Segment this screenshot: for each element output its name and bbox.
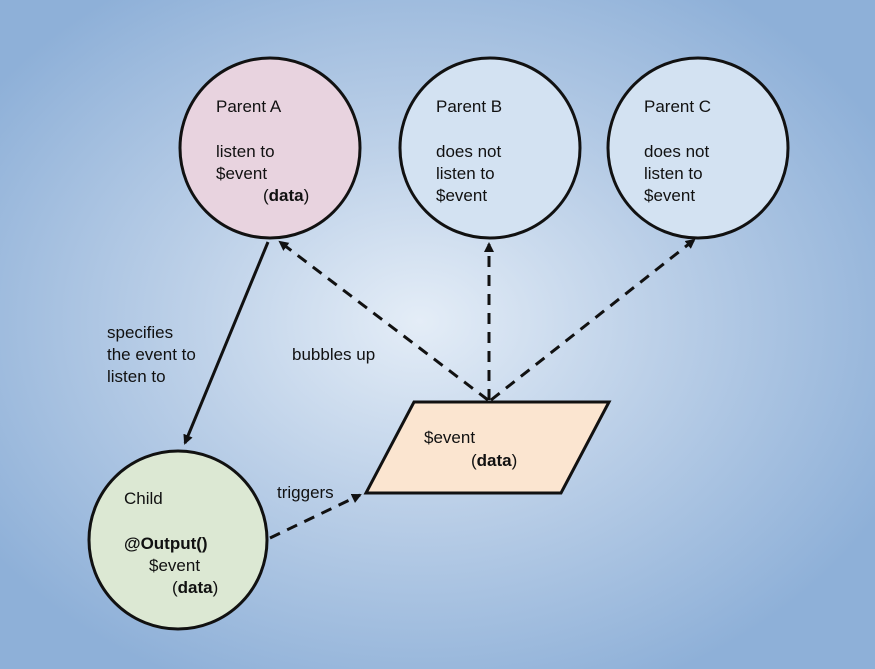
child-event: $event <box>149 556 200 575</box>
parent-b-line-1: does not <box>436 142 501 161</box>
parent-c-line-1: does not <box>644 142 709 161</box>
child-output-decorator: @Output() <box>124 534 208 553</box>
specifies-label-line-1: specifies <box>107 323 173 342</box>
bubble-arrow-to-parent-c <box>490 238 696 402</box>
parent-b-circle <box>398 56 582 240</box>
event-node: $event (data) <box>363 400 612 495</box>
child-circle <box>87 449 269 631</box>
specifies-arrow <box>183 241 270 445</box>
event-parallelogram <box>363 400 612 495</box>
bubble-arrow-to-parent-a <box>278 240 489 402</box>
child-node: Child @Output() $event (data) <box>87 449 269 631</box>
triggers-arrow <box>269 493 362 540</box>
parent-a-line-1: listen to <box>216 142 275 161</box>
parent-c-node: Parent C does not listen to $event <box>606 56 790 240</box>
parent-c-title: Parent C <box>644 97 711 116</box>
specifies-label-line-2: the event to <box>107 345 196 364</box>
parent-c-circle <box>606 56 790 240</box>
parent-c-line-3: $event <box>644 186 695 205</box>
parent-a-title: Parent A <box>216 97 282 116</box>
event-data-label: (data) <box>471 451 517 470</box>
child-title: Child <box>124 489 163 508</box>
parent-a-node: Parent A listen to $event (data) <box>178 56 362 240</box>
child-data-label: (data) <box>172 578 218 597</box>
parent-b-line-2: listen to <box>436 164 495 183</box>
event-name: $event <box>424 428 475 447</box>
parent-b-line-3: $event <box>436 186 487 205</box>
parent-b-title: Parent B <box>436 97 502 116</box>
bubbles-up-label: bubbles up <box>292 345 375 364</box>
parent-b-node: Parent B does not listen to $event <box>398 56 582 240</box>
parent-a-line-2: $event <box>216 164 267 183</box>
parent-c-line-2: listen to <box>644 164 703 183</box>
triggers-label: triggers <box>277 483 334 502</box>
specifies-label-line-3: listen to <box>107 367 166 386</box>
parent-a-circle <box>178 56 362 240</box>
parent-a-data-label: (data) <box>263 186 309 205</box>
